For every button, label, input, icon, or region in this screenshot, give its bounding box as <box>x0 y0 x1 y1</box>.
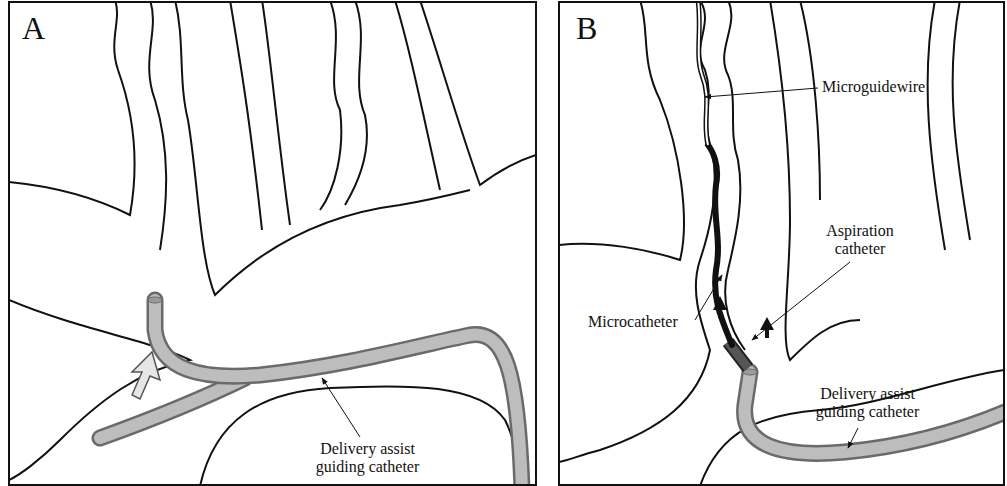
part-label: Microguidewire <box>822 78 925 96</box>
catheter-a <box>100 297 522 486</box>
leader-line <box>752 262 850 340</box>
part-label: Aspiration catheter <box>815 222 905 259</box>
vessels-a <box>9 2 536 486</box>
part-label: Delivery assist guiding catheter <box>300 440 435 477</box>
panel-letter: A <box>22 10 45 47</box>
panel-frame <box>559 2 1004 485</box>
leader-line <box>695 275 722 320</box>
vessels-b <box>559 2 1004 486</box>
part-label: Delivery assist guiding catheter <box>800 385 935 422</box>
part-label: Microcatheter <box>588 313 678 331</box>
advance-arrow <box>132 352 160 399</box>
panel-frame <box>9 2 536 485</box>
panel-letter: B <box>576 10 597 47</box>
catheter-b <box>698 2 1004 453</box>
leader-line <box>848 428 858 448</box>
advance-arrow <box>713 296 727 318</box>
leader-line <box>705 88 818 97</box>
leader-line <box>322 378 360 437</box>
